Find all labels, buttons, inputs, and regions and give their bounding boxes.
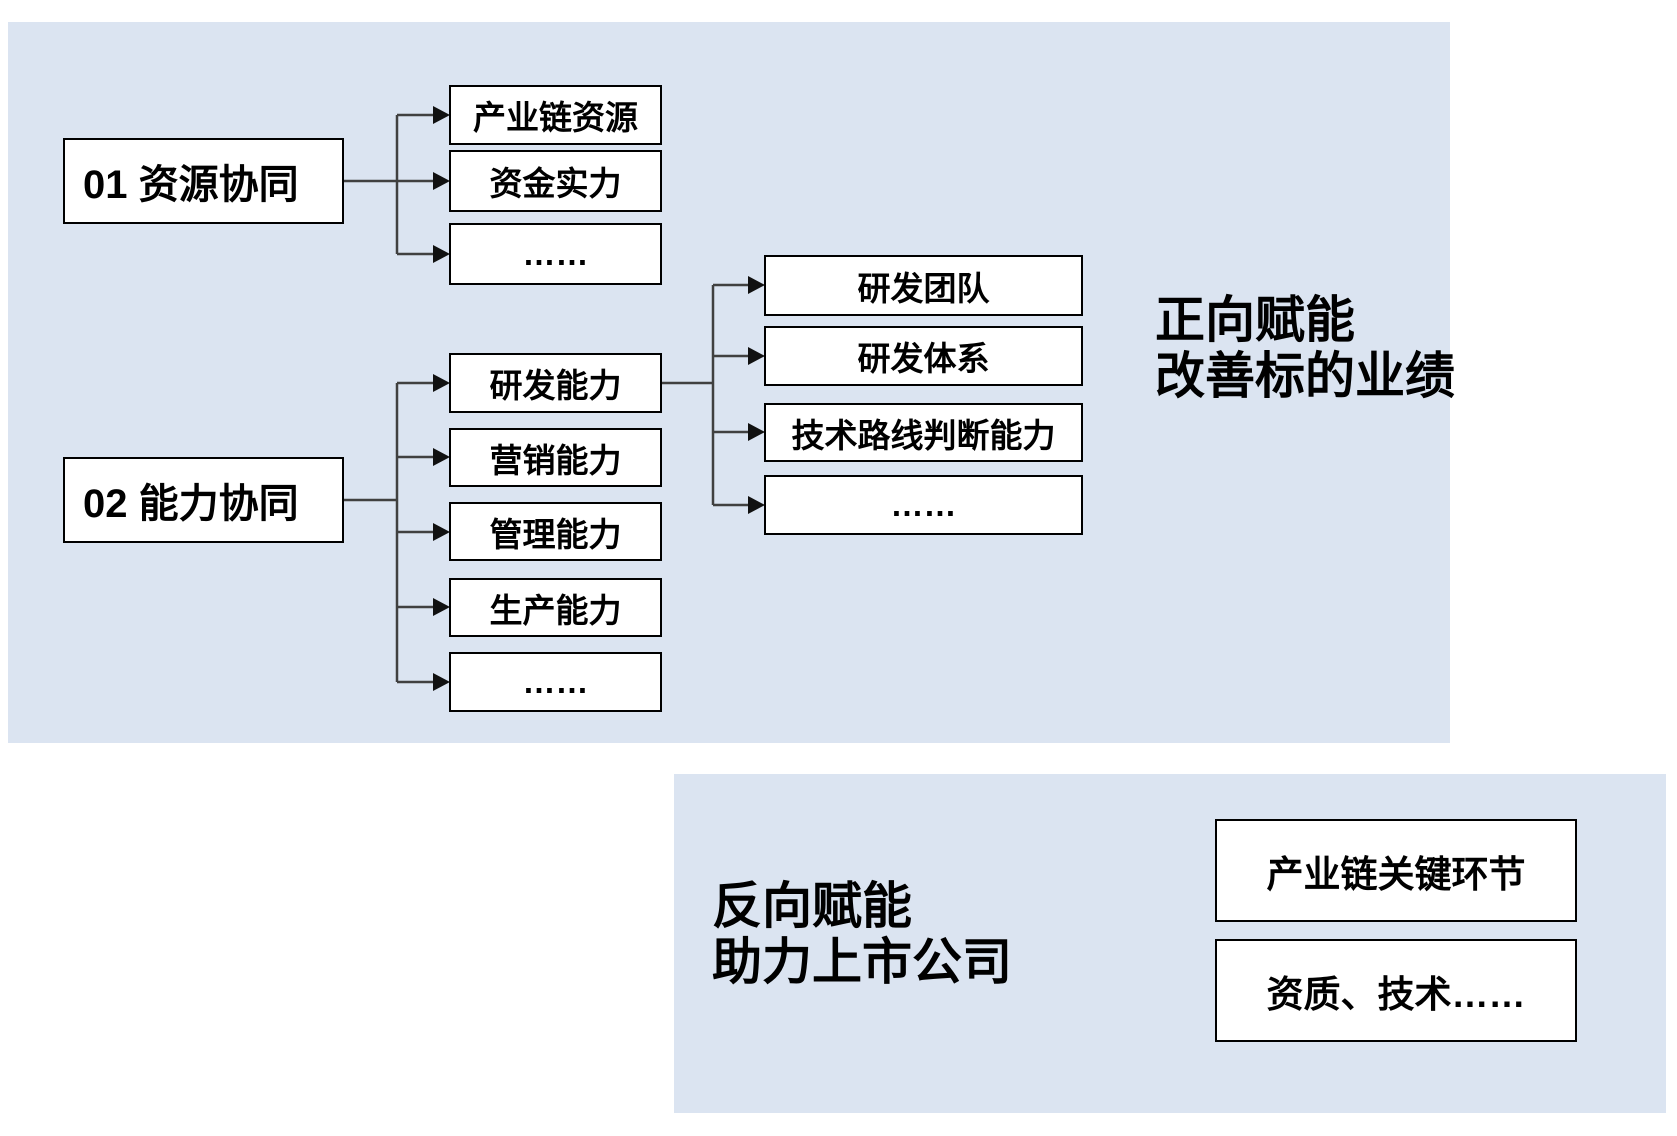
title-reverse-empowerment: 反向赋能 助力上市公司: [712, 878, 1012, 990]
title-forward-line-2: 改善标的业绩: [1155, 348, 1455, 404]
box-capability-synergy: 02 能力协同: [63, 457, 344, 543]
box-marketing-capability: 营销能力: [449, 428, 662, 487]
box-industry-chain-key-links: 产业链关键环节: [1215, 819, 1577, 922]
title-reverse-line-2: 助力上市公司: [712, 934, 1012, 990]
box-industry-chain-resources: 产业链资源: [449, 85, 662, 145]
box-production-capability: 生产能力: [449, 578, 662, 637]
box-management-capability: 管理能力: [449, 502, 662, 561]
box-rd-team: 研发团队: [764, 255, 1083, 316]
box-tech-route-judgment: 技术路线判断能力: [764, 403, 1083, 462]
box-resource-synergy: 01 资源协同: [63, 138, 344, 224]
box-rd-system: 研发体系: [764, 326, 1083, 386]
title-reverse-line-1: 反向赋能: [712, 878, 912, 934]
box-rd-capability: 研发能力: [449, 353, 662, 413]
box-ellipsis-capabilities: ……: [449, 652, 662, 712]
box-ellipsis-rd: ……: [764, 475, 1083, 535]
title-forward-empowerment: 正向赋能 改善标的业绩: [1155, 292, 1455, 404]
title-forward-line-1: 正向赋能: [1155, 292, 1355, 348]
box-ellipsis-resources: ……: [449, 223, 662, 285]
box-capital-strength: 资金实力: [449, 150, 662, 212]
box-qualifications-technology: 资质、技术……: [1215, 939, 1577, 1042]
